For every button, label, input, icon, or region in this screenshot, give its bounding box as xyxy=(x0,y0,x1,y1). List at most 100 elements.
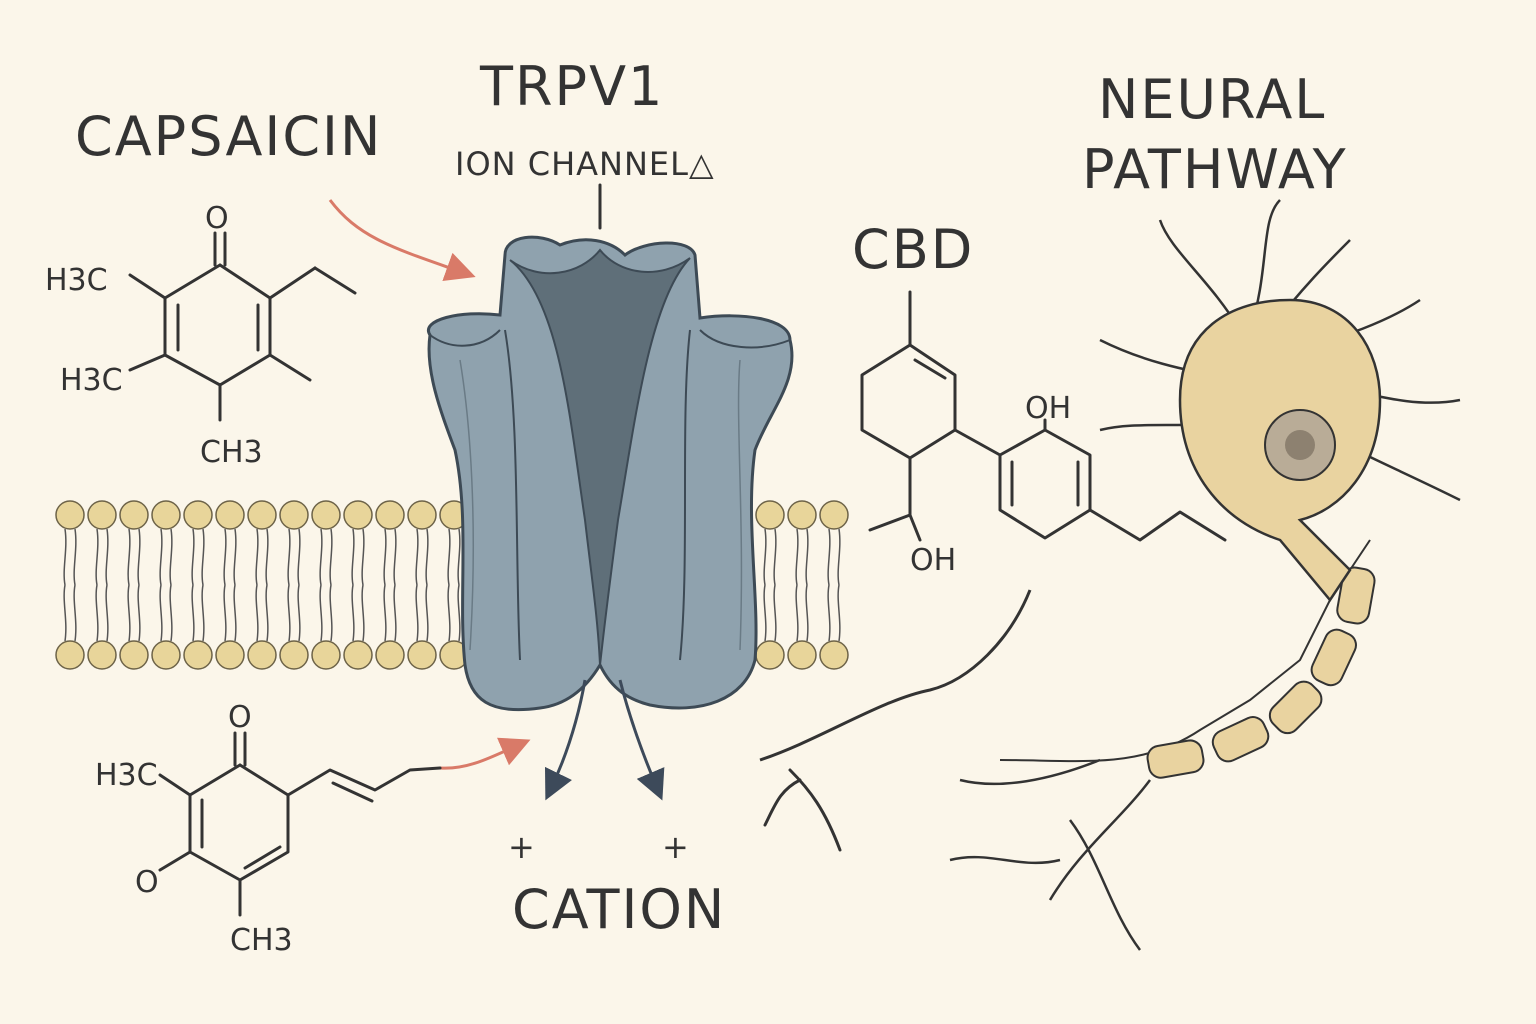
ligand-molecule-bottom: O H3C O CH3 xyxy=(95,700,442,958)
lipid-head xyxy=(311,640,341,670)
lipid-tail xyxy=(361,528,365,586)
lipid-tail xyxy=(457,528,461,586)
plus-sign-left: + xyxy=(508,828,536,866)
lipid-tail xyxy=(425,528,429,586)
lipid-tail xyxy=(287,528,291,586)
trpv1-label: TRPV1 xyxy=(479,55,664,118)
lipid-tail xyxy=(383,528,387,586)
lipid-tail xyxy=(329,584,333,642)
cation-arrow-right xyxy=(618,679,665,801)
plus-sign-right: + xyxy=(662,828,690,866)
lipid-tail xyxy=(837,584,841,642)
atom-ch3: CH3 xyxy=(230,923,293,958)
lipid-head xyxy=(215,640,245,670)
lipid-tail xyxy=(265,584,269,642)
lipid-tail xyxy=(63,584,67,642)
lipid-tail xyxy=(105,528,109,586)
ligand-arrow xyxy=(439,737,531,770)
lipid-tail xyxy=(233,584,237,642)
lipid-tail xyxy=(191,528,195,586)
atom-h3c: H3C xyxy=(95,758,158,793)
lipid-tail xyxy=(223,584,227,642)
lipid-head xyxy=(119,500,149,530)
lipid-head xyxy=(215,500,245,530)
cbd-label: CBD xyxy=(852,218,974,281)
lipid-head xyxy=(375,640,405,670)
lipid-tail xyxy=(63,528,67,586)
lipid-tail xyxy=(127,528,131,586)
lipid-tail xyxy=(447,528,451,586)
lipid-tail xyxy=(255,584,259,642)
lipid-tail xyxy=(795,528,799,586)
neuron xyxy=(759,199,1461,951)
lipid-tail xyxy=(297,528,301,586)
lipid-tail xyxy=(159,528,163,586)
lipid-tail xyxy=(393,584,397,642)
lipid-tail xyxy=(827,584,831,642)
lipid-tail xyxy=(201,584,205,642)
lipid-tail xyxy=(169,584,173,642)
lipid-tail xyxy=(447,584,451,642)
atom-o-left: O xyxy=(135,865,159,900)
lipid-tail xyxy=(137,584,141,642)
lipid-tail xyxy=(169,528,173,586)
atom-oh-top: OH xyxy=(1025,391,1071,426)
lipid-head xyxy=(407,500,437,530)
lipid-head xyxy=(375,500,405,530)
lipid-head xyxy=(183,640,213,670)
lipid-head xyxy=(819,640,849,670)
lipid-head xyxy=(87,500,117,530)
lipid-tail xyxy=(763,528,767,586)
lipid-tail xyxy=(351,584,355,642)
lipid-tail xyxy=(773,528,777,586)
lipid-tail xyxy=(425,584,429,642)
lipid-head xyxy=(119,640,149,670)
lipid-tail xyxy=(233,528,237,586)
atom-ch3: CH3 xyxy=(200,435,263,470)
lipid-tail xyxy=(297,584,301,642)
lipid-head xyxy=(755,640,785,670)
lipid-head xyxy=(407,640,437,670)
lipid-tail xyxy=(393,528,397,586)
lipid-tail xyxy=(73,528,77,586)
lipid-tail xyxy=(201,528,205,586)
lipid-head xyxy=(279,500,309,530)
lipid-head xyxy=(755,500,785,530)
lipid-head xyxy=(787,500,817,530)
lipid-tail xyxy=(95,528,99,586)
trpv1-channel xyxy=(427,183,794,712)
lipid-tail xyxy=(223,528,227,586)
cation-label: CATION xyxy=(512,878,726,941)
pathway-label: PATHWAY xyxy=(1082,138,1348,201)
lipid-head xyxy=(819,500,849,530)
lipid-head xyxy=(151,500,181,530)
lipid-tail xyxy=(265,528,269,586)
lipid-head xyxy=(247,500,277,530)
atom-h3c-a: H3C xyxy=(45,263,108,298)
lipid-head xyxy=(787,640,817,670)
lipid-tail xyxy=(415,584,419,642)
lipid-tail xyxy=(361,584,365,642)
myelin-sheaths xyxy=(1146,566,1376,779)
lipid-bilayer xyxy=(55,500,849,670)
lipid-tail xyxy=(255,528,259,586)
lipid-head xyxy=(55,640,85,670)
lipid-tail xyxy=(287,584,291,642)
lipid-head xyxy=(55,500,85,530)
cation-arrow-left xyxy=(544,679,587,801)
lipid-tail xyxy=(773,584,777,642)
capsaicin-arrow xyxy=(328,199,476,282)
lipid-tail xyxy=(73,584,77,642)
neural-label: NEURAL xyxy=(1098,68,1326,131)
capsaicin-label: CAPSAICIN xyxy=(75,105,382,168)
lipid-head xyxy=(247,640,277,670)
lipid-tail xyxy=(837,528,841,586)
atom-o: O xyxy=(205,201,229,236)
lipid-tail xyxy=(763,584,767,642)
lipid-head xyxy=(151,640,181,670)
atom-oh-bottom: OH xyxy=(910,543,956,578)
lipid-head xyxy=(343,500,373,530)
lipid-tail xyxy=(159,584,163,642)
